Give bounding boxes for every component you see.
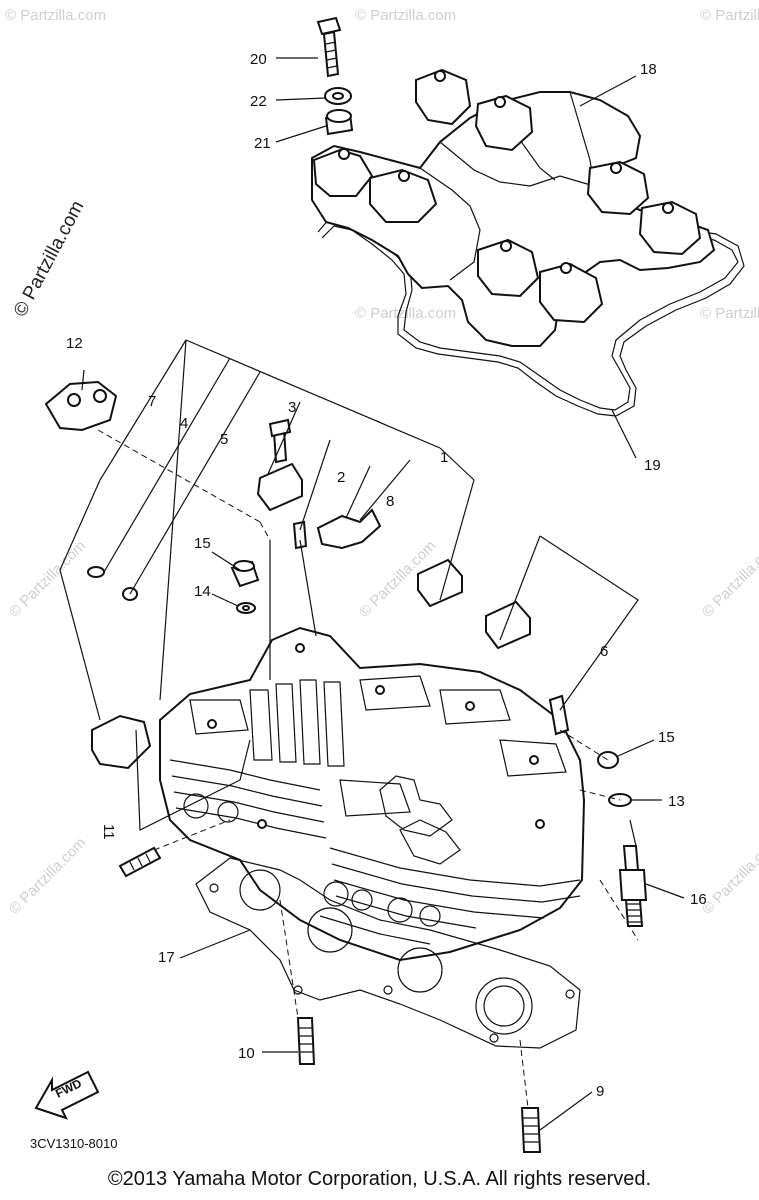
forward-arrow: FWD (34, 1070, 100, 1120)
callout-14: 14 (194, 583, 211, 600)
callout-13: 13 (668, 793, 685, 810)
head-gasket (195, 857, 581, 1049)
callout-4: 4 (180, 415, 188, 432)
watermark-tile: © Partzilla.com (699, 834, 759, 917)
cap-nut-washer-left (230, 560, 260, 614)
callout-numbers: 1 2 3 4 5 6 7 8 9 10 11 12 13 14 15 15 1… (66, 51, 707, 1100)
cover-bolt-stack (316, 16, 354, 136)
callout-15-left: 15 (194, 535, 211, 552)
cylinder-head (159, 626, 586, 962)
watermark-tile: © Partzilla.com (5, 7, 106, 24)
callout-21: 21 (254, 135, 271, 152)
callout-20: 20 (250, 51, 267, 68)
watermark-tile: © Partzilla.com (700, 7, 759, 24)
callout-18: 18 (640, 61, 657, 78)
watermark-tile: © Partzilla.com (355, 7, 456, 24)
watermark-side: © Partzilla.com (10, 197, 89, 320)
diagram-code: 3CV1310-8010 (30, 1136, 117, 1151)
callout-22: 22 (250, 93, 267, 110)
callout-3: 3 (288, 399, 296, 416)
callout-12: 12 (66, 335, 83, 352)
watermark-tile: © Partzilla.com (6, 537, 89, 620)
callout-8: 8 (386, 493, 394, 510)
callout-17: 17 (158, 949, 175, 966)
callout-16: 16 (690, 891, 707, 908)
callout-9: 9 (596, 1083, 604, 1100)
studs (118, 846, 542, 1153)
callout-11: 11 (100, 824, 117, 840)
callout-10: 10 (238, 1045, 255, 1062)
copyright-notice: ©2013 Yamaha Motor Corporation, U.S.A. A… (107, 1168, 652, 1190)
callout-1: 1 (440, 449, 448, 466)
watermark-tile: © Partzilla.com (699, 537, 759, 620)
dashed-guide-lines (97, 429, 639, 1109)
spark-plug (597, 751, 648, 927)
cam-caps (44, 380, 570, 770)
cylinder-head-cover (311, 68, 745, 417)
callout-19: 19 (644, 457, 661, 474)
callout-6: 6 (600, 643, 608, 660)
watermark-tile: © Partzilla.com (700, 305, 759, 322)
callout-7: 7 (148, 393, 156, 410)
assembly-lines (59, 339, 639, 847)
watermark-tile: © Partzilla.com (6, 834, 89, 917)
callout-leaders (81, 57, 685, 1131)
callout-15-right: 15 (658, 729, 675, 746)
callout-2: 2 (337, 469, 345, 486)
callout-5: 5 (220, 431, 228, 448)
